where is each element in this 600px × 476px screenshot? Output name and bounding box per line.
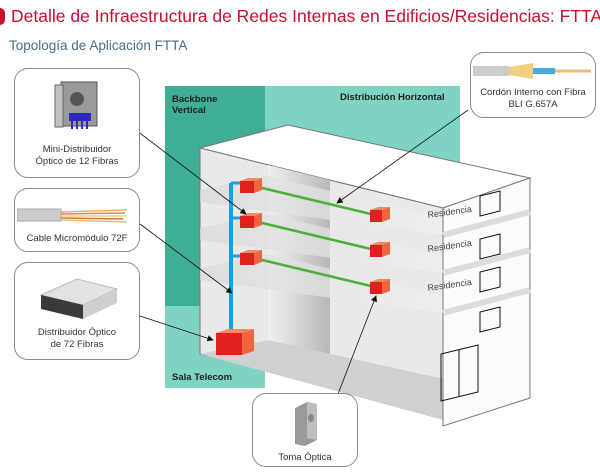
floor-distributor-boxes (216, 178, 390, 355)
leader-cordon-interno (336, 109, 469, 204)
callout-cordon-interno: Cordón Interno con Fibra BLI G.657A (470, 52, 596, 118)
callout-caption-line2: BLI G.657A (508, 99, 558, 110)
floor-slab-2 (200, 214, 443, 273)
horizontal-cable-1 (257, 185, 376, 217)
micromodule-cable-icon (17, 208, 128, 223)
zone-label-backbone-line2: Vertical (172, 105, 206, 116)
zone-label-backbone: Backbone Vertical (172, 94, 217, 116)
zone-label-horizontal: Distribución Horizontal (340, 92, 445, 103)
window-3 (479, 266, 501, 293)
leader-distribuidor-72 (139, 315, 214, 342)
callout-caption-line2: de 72 Fibras (50, 339, 104, 350)
window-2 (479, 233, 501, 260)
window-1 (479, 190, 501, 217)
floor-box-2 (240, 213, 262, 228)
page-subtitle: Topología de Aplicación FTTA (9, 38, 188, 53)
horizontal-cable-2 (257, 220, 376, 252)
outlet-box-3 (370, 279, 390, 294)
floor-box-3 (240, 250, 262, 265)
title-marker (0, 8, 5, 25)
indoor-cord-icon (473, 63, 591, 79)
leader-toma-optica (337, 295, 377, 395)
floor-box-1 (240, 178, 262, 193)
callout-distribuidor-72: Distribuidor Óptico de 72 Fibras (14, 262, 140, 360)
page-title-text: Detalle de Infraestructura de Redes Inte… (11, 6, 600, 26)
optical-outlet-icon (295, 402, 317, 446)
outlet-box-1 (370, 207, 390, 222)
window-4 (479, 306, 501, 333)
main-distributor-box (216, 329, 254, 355)
page-title: Detalle de Infraestructura de Redes Inte… (0, 6, 600, 27)
callout-mini-distribuidor: Mini-Distribuidor Óptico de 12 Fibras (14, 68, 140, 178)
callout-caption-line1: Cordón Interno con Fibra (480, 87, 586, 98)
callout-caption-line1: Distribuidor Óptico (37, 327, 117, 338)
callout-caption-line1: Mini-Distribuidor (42, 144, 112, 155)
mini-distributor-icon (54, 81, 98, 129)
callout-caption-line2: Óptico de 12 Fibras (35, 156, 119, 167)
callout-toma-optica: Toma Óptica (252, 393, 358, 467)
zone-label-telecom: Sala Telecom (172, 372, 233, 383)
outlet-box-2 (370, 242, 390, 257)
callout-caption-line1: Toma Óptica (278, 452, 332, 463)
optical-distributor-72-icon (39, 278, 119, 319)
leader-cable-micromodulo (139, 223, 233, 294)
callout-cable-micromodulo: Cable Micromódulo 72F (14, 188, 140, 252)
horizontal-cable-3 (257, 257, 376, 289)
zone-label-backbone-line1: Backbone (172, 94, 218, 105)
door (440, 344, 479, 402)
floor-slab-3 (200, 254, 443, 313)
callout-caption-line1: Cable Micromódulo 72F (26, 233, 128, 244)
